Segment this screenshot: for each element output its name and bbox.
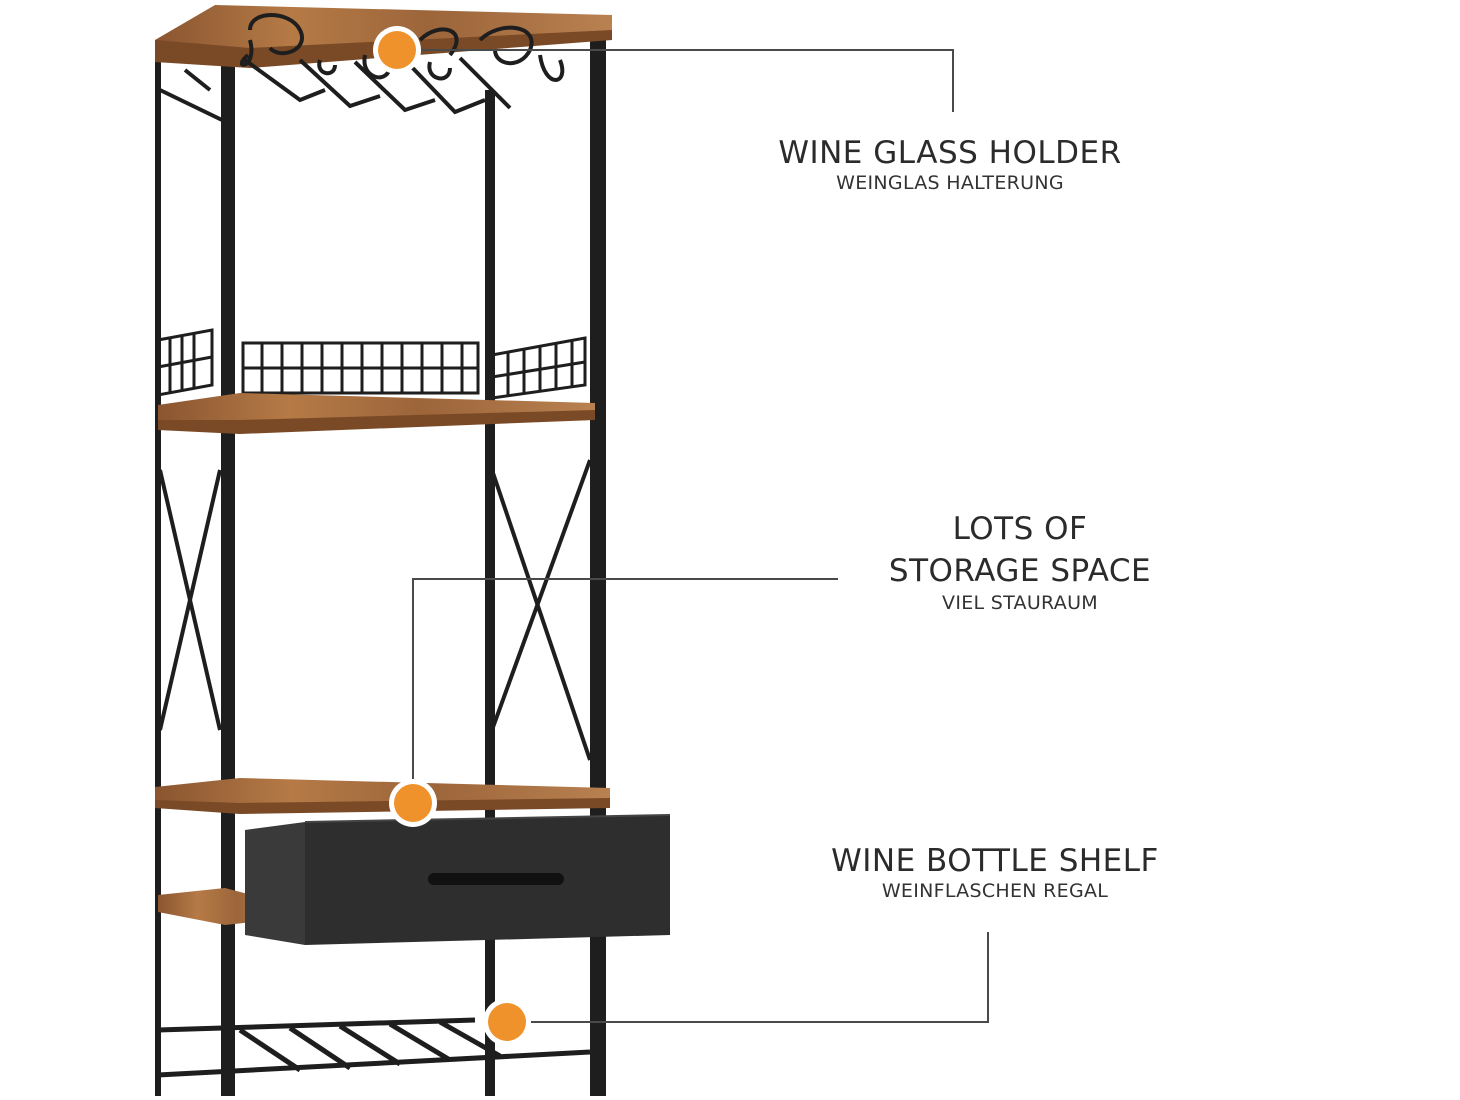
drawer xyxy=(245,814,671,945)
callout-wine-bottle-shelf: WINE BOTTLE SHELF WEINFLASCHEN REGAL xyxy=(745,842,1245,902)
wine-glass-hangers xyxy=(183,13,565,115)
callout-markers xyxy=(373,26,531,1046)
side-cross-braces xyxy=(158,88,592,761)
shelf-railing xyxy=(156,328,587,400)
callout-subtitle: WEINGLAS HALTERUNG xyxy=(836,172,1064,194)
drawer-handle xyxy=(428,873,564,885)
callout-wine-glass-holder: WINE GLASS HOLDER WEINGLAS HALTERUNG xyxy=(700,134,1200,194)
wine-bottle-rack xyxy=(157,1017,591,1078)
middle-shelf xyxy=(158,393,595,434)
callout-leader-lines xyxy=(412,49,989,1023)
callout-title: WINE BOTTLE SHELF xyxy=(831,843,1159,879)
callout-storage-space: LOTS OF STORAGE SPACE VIEL STAURAUM xyxy=(770,508,1270,614)
callout-title-line2: STORAGE SPACE xyxy=(888,553,1152,589)
callout-subtitle: VIEL STAURAUM xyxy=(942,592,1098,614)
callout-title: WINE GLASS HOLDER xyxy=(778,135,1122,171)
callout-title-line1: LOTS OF xyxy=(952,511,1088,547)
callout-subtitle: WEINFLASCHEN REGAL xyxy=(881,880,1109,902)
lower-shelf xyxy=(155,778,610,814)
